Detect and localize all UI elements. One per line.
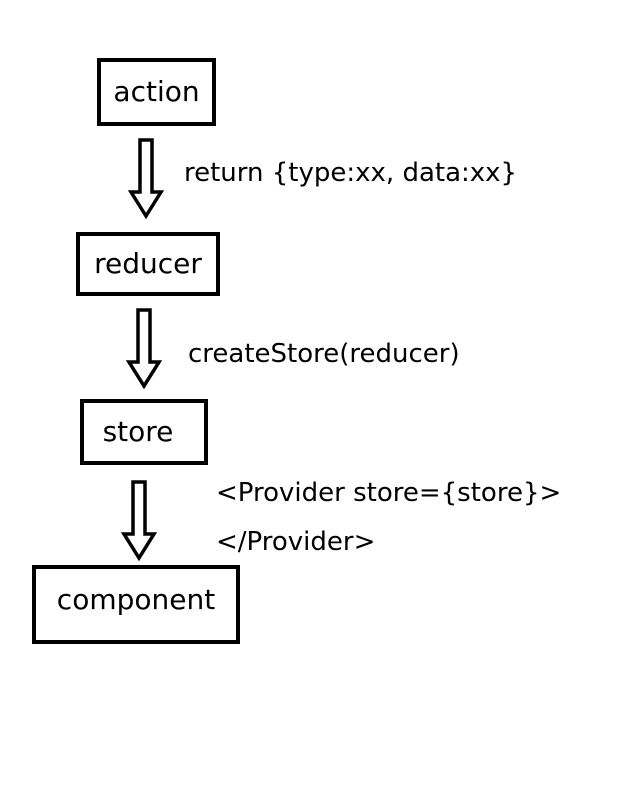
edge-label-store-component-line2: </Provider> bbox=[216, 527, 376, 557]
node-reducer: reducer bbox=[76, 232, 220, 296]
arrow-down-icon bbox=[128, 138, 164, 220]
node-action: action bbox=[97, 58, 216, 126]
node-store-label: store bbox=[102, 415, 174, 448]
node-store: store bbox=[80, 399, 208, 465]
arrow-down-icon bbox=[126, 308, 162, 390]
arrow-down-icon bbox=[121, 480, 157, 562]
node-component-label: component bbox=[56, 582, 216, 616]
node-action-label: action bbox=[113, 75, 200, 108]
edge-label-store-component-line1: <Provider store={store}> bbox=[216, 478, 562, 508]
node-reducer-label: reducer bbox=[94, 247, 202, 280]
edge-label-action-reducer: return {type:xx, data:xx} bbox=[184, 158, 518, 188]
node-component: component bbox=[32, 565, 240, 644]
edge-label-reducer-store: createStore(reducer) bbox=[188, 339, 460, 369]
